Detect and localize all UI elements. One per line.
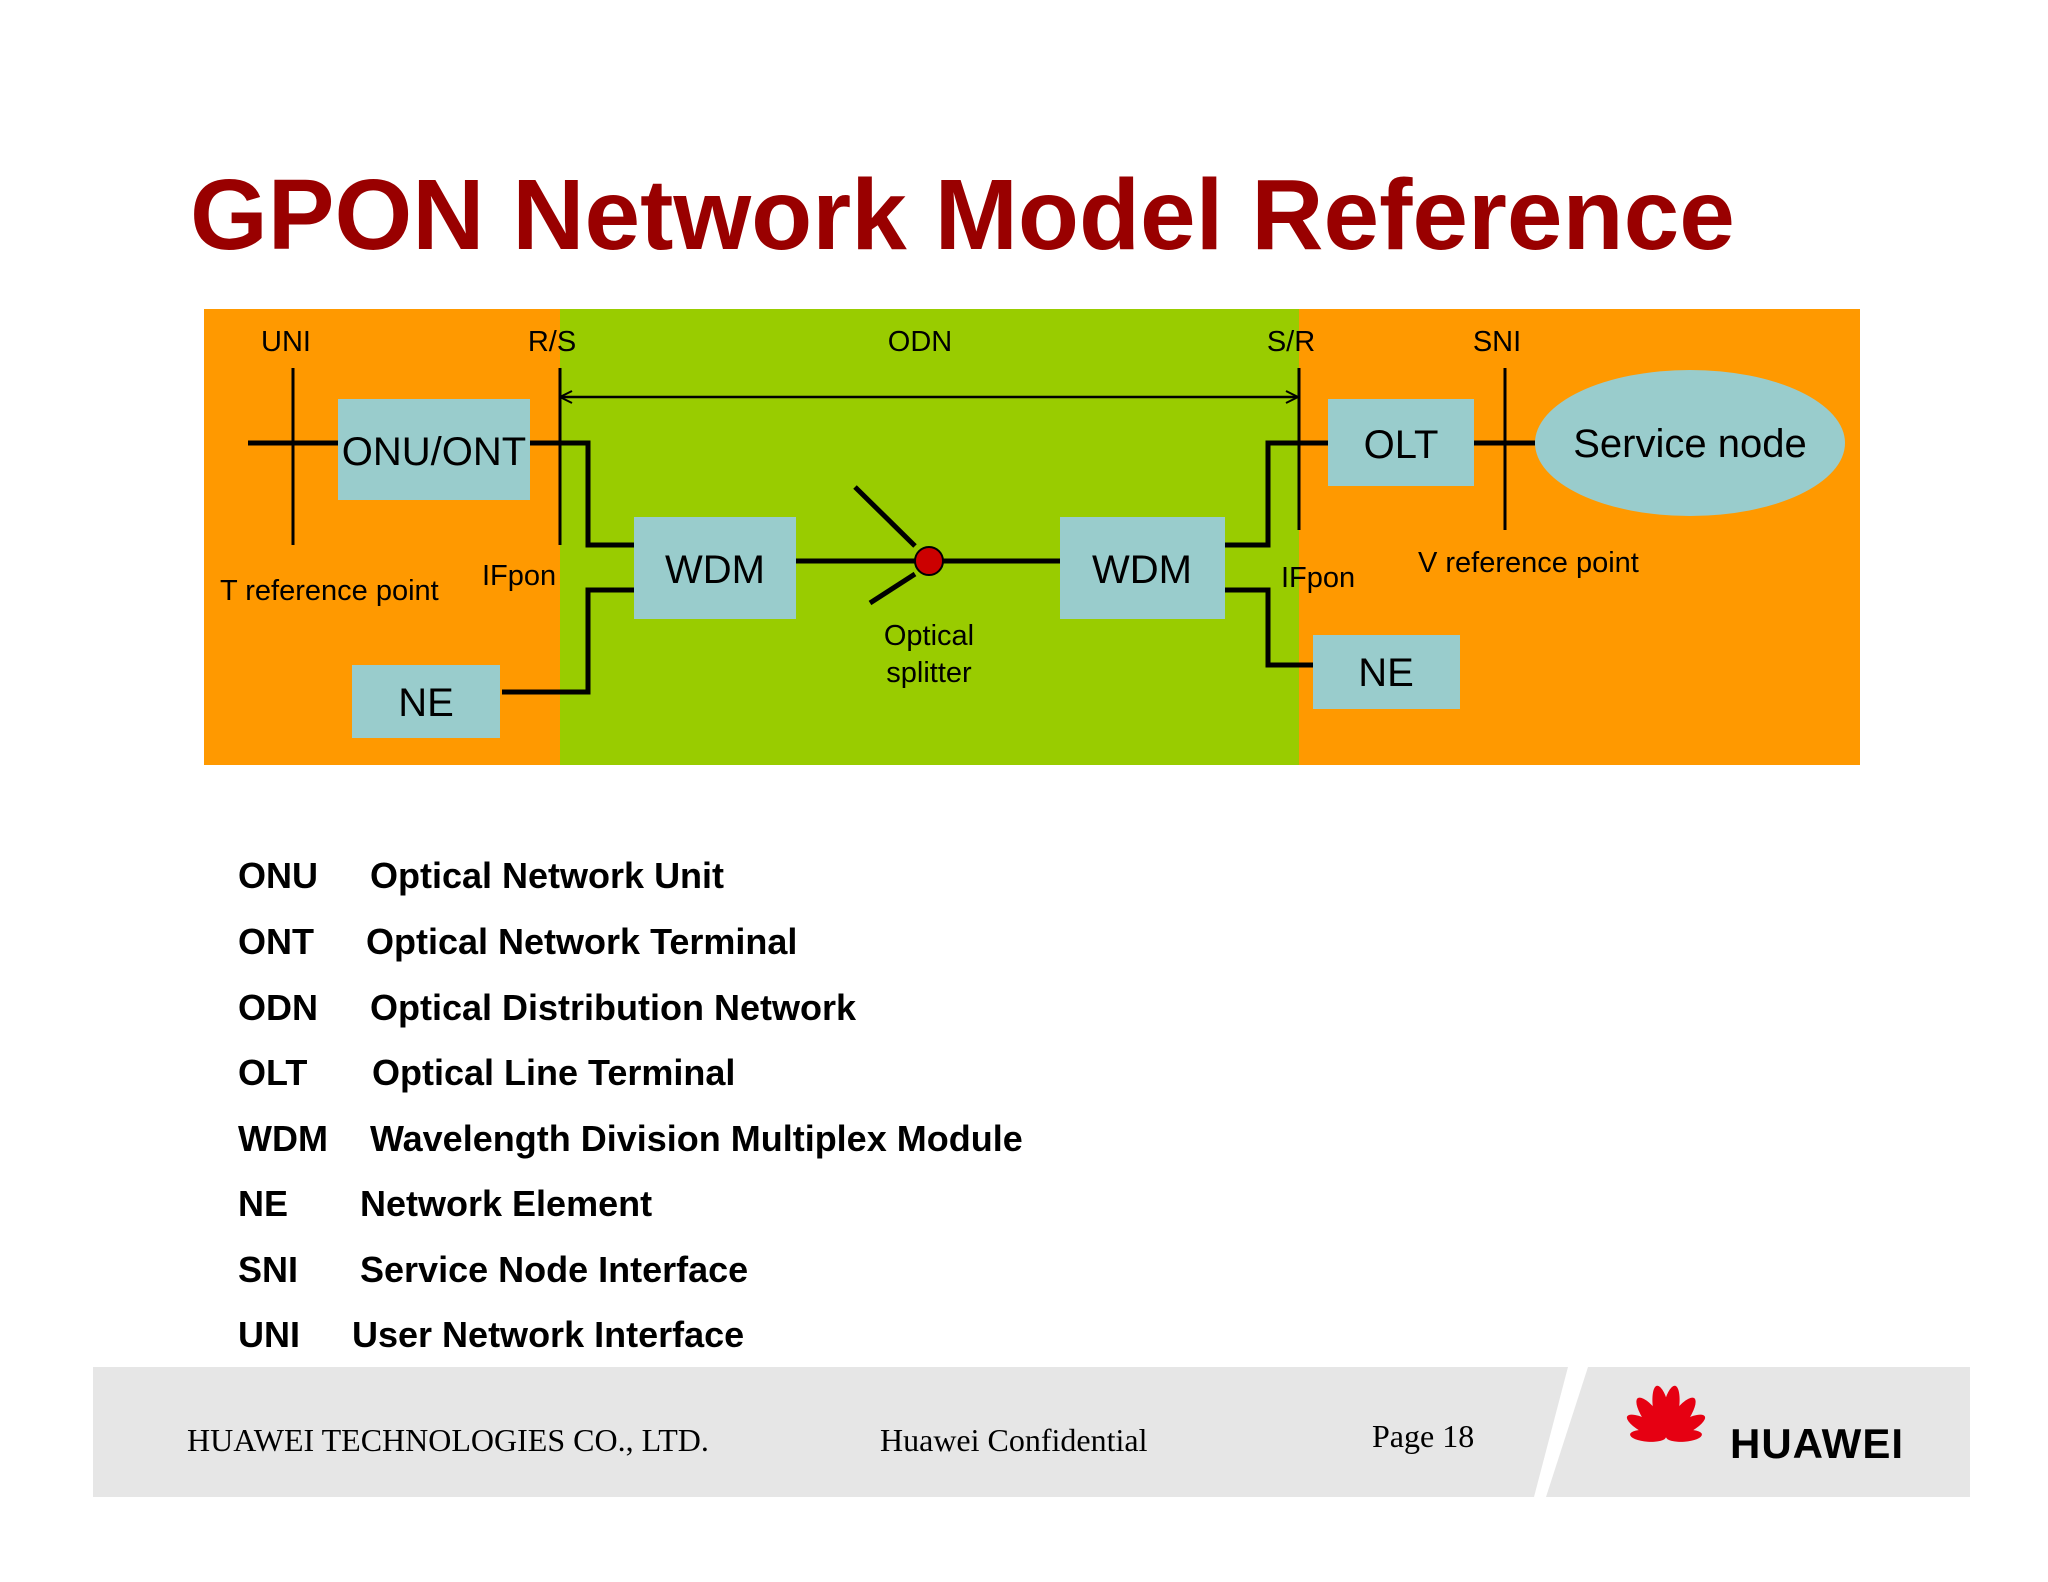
- legend-desc: Optical Network Terminal: [366, 921, 798, 962]
- wdm-right-label: WDM: [1092, 548, 1192, 592]
- sr-label: S/R: [1267, 326, 1315, 358]
- legend-abbr: NE: [238, 1183, 289, 1224]
- optical-splitter-label-line2: splitter: [886, 657, 972, 689]
- legend-desc: Optical Network Unit: [370, 855, 725, 896]
- onu-ont-label: ONU/ONT: [342, 430, 526, 474]
- optical-splitter: [914, 546, 944, 576]
- ifpon-left-label: IFpon: [482, 560, 556, 592]
- service-node-ellipse: [1535, 370, 1845, 516]
- olt-box: [1328, 399, 1474, 486]
- wdm-right-box: [1060, 517, 1225, 619]
- legend-abbr: OLT: [238, 1052, 308, 1093]
- onu-ont-box: [338, 399, 530, 500]
- odn-label: ODN: [888, 326, 952, 358]
- wdm-left-label: WDM: [665, 548, 765, 592]
- legend-desc: User Network Interface: [352, 1314, 745, 1355]
- optical-splitter-label-line1: Optical: [884, 620, 974, 652]
- ne-right-label: NE: [1358, 651, 1414, 695]
- ne-left-label: NE: [398, 681, 454, 725]
- footer-page-number: Page 18: [1372, 1418, 1475, 1454]
- footer-company: HUAWEI TECHNOLOGIES CO., LTD.: [187, 1422, 709, 1458]
- olt-label: OLT: [1364, 423, 1439, 467]
- footer-brand-wordmark: HUAWEI: [1730, 1420, 1904, 1467]
- legend-abbr: ONU: [238, 855, 318, 896]
- sni-label: SNI: [1473, 326, 1521, 358]
- uni-label: UNI: [261, 326, 311, 358]
- t-reference-point-label: T reference point: [220, 575, 439, 607]
- legend-abbr: WDM: [238, 1118, 328, 1159]
- legend-desc: Network Element: [360, 1183, 653, 1224]
- legend-abbr: ONT: [238, 921, 314, 962]
- v-reference-point-label: V reference point: [1418, 547, 1639, 579]
- slide-title: GPON Network Model Reference: [190, 159, 1735, 271]
- legend-desc: Service Node Interface: [360, 1249, 749, 1290]
- legend-desc: Optical Distribution Network: [370, 987, 857, 1028]
- legend-desc: Optical Line Terminal: [372, 1052, 736, 1093]
- ifpon-right-label: IFpon: [1281, 562, 1355, 594]
- wdm-left-box: [634, 517, 796, 619]
- rs-label: R/S: [528, 326, 576, 358]
- service-node-label: Service node: [1573, 422, 1806, 466]
- ne-left-box: [352, 665, 500, 738]
- legend-desc: Wavelength Division Multiplex Module: [370, 1118, 1023, 1159]
- legend-abbr: ODN: [238, 987, 318, 1028]
- huawei-logo-icon: [1626, 1385, 1706, 1442]
- legend-abbr: UNI: [238, 1314, 300, 1355]
- footer-confidential: Huawei Confidential: [880, 1422, 1148, 1458]
- ne-right-box: [1313, 635, 1460, 709]
- legend-abbr: SNI: [238, 1249, 299, 1290]
